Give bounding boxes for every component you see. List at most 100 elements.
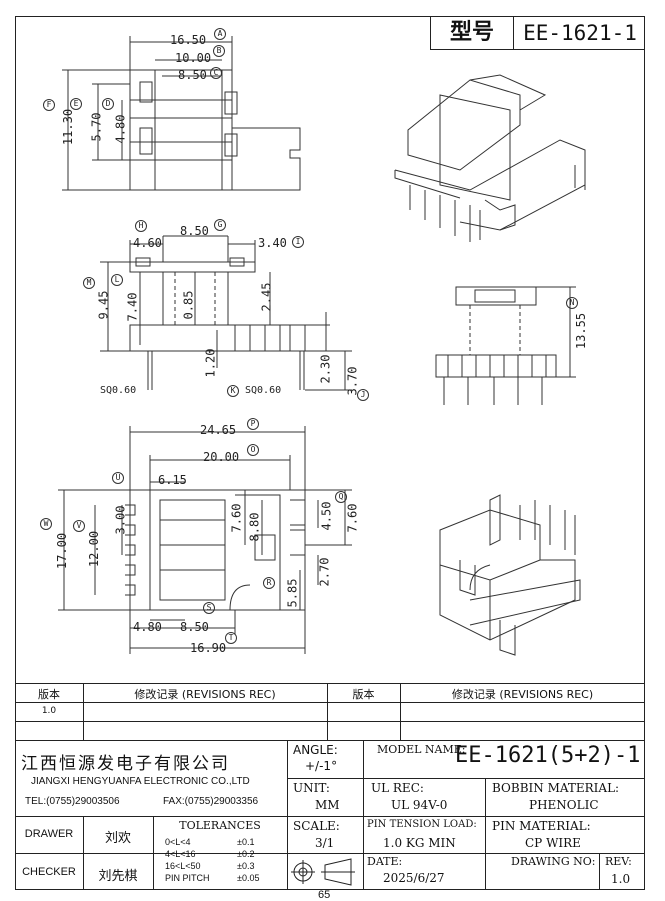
dim-mid-sq1: SQ0.60 (100, 385, 137, 396)
callout-m: M (83, 277, 95, 289)
callout-s: S (203, 602, 215, 614)
tolerances-label: TOLERANCES (179, 819, 261, 832)
company-tel: TEL:(0755)29003506 (25, 796, 120, 807)
dim-bot-12: 5.85 (285, 578, 300, 608)
angle-value: +/-1° (305, 759, 338, 773)
dim-bot-2: 20.00 (203, 450, 240, 464)
projection-symbol-icon (291, 858, 355, 886)
dim-top-6: 4.80 (113, 114, 128, 144)
dim-bot-10: 7.60 (345, 503, 360, 533)
dim-bot-14: 8.50 (180, 620, 209, 634)
callout-l: L (111, 274, 123, 286)
dim-bot-7: 7.60 (229, 503, 244, 533)
angle-label: ANGLE: (293, 743, 338, 757)
isometric-view-bottom (439, 494, 581, 656)
tolerance-row: 4<L<16±0.2 (165, 849, 255, 859)
dim-mid-5: 7.40 (125, 292, 140, 322)
top-view-drawing (62, 36, 301, 191)
rev-col-version-right: 版本 (352, 688, 375, 701)
front-view-drawing (100, 235, 352, 391)
pin-material-label: PIN MATERIAL: (492, 819, 591, 833)
bobbin-material-value: PHENOLIC (529, 798, 599, 812)
callout-d: D (102, 98, 114, 110)
pin-tension-value: 1.0 KG MIN (383, 836, 456, 850)
dim-bot-9: 4.50 (319, 501, 334, 531)
unit-label: UNIT: (293, 781, 330, 795)
dim-top-2: 10.00 (175, 51, 212, 65)
date-label: DATE: (367, 855, 403, 868)
bobbin-material-label: BOBBIN MATERIAL: (492, 781, 620, 795)
callout-e: E (70, 98, 82, 110)
tolerance-row: 16<L<50±0.3 (165, 861, 255, 871)
checker-name: 刘先棋 (98, 869, 138, 884)
dim-mid-11: 13.55 (574, 312, 589, 350)
rev-col-record-right: 修改记录 (REVISIONS REC) (451, 688, 594, 701)
dim-mid-2: 4.60 (133, 236, 162, 250)
company-name-cn: 江西恒源发电子有限公司 (21, 754, 230, 774)
drawer-name: 刘欢 (104, 831, 131, 846)
callout-p: P (247, 418, 259, 430)
callout-h: H (135, 220, 147, 232)
drawing-no-label: DRAWING NO: (511, 855, 596, 868)
model-name-value: EE-1621(5+2)-1 (455, 743, 641, 768)
dim-bot-8: 8.80 (247, 512, 262, 542)
dim-top-1: 16.50 (170, 33, 207, 47)
rev-label: REV: (605, 855, 632, 868)
dim-mid-3: 3.40 (258, 236, 287, 250)
model-name-label: MODEL NAME: (377, 743, 466, 756)
dim-mid-9: 2.30 (318, 354, 333, 384)
dim-mid-7: 2.45 (259, 282, 274, 312)
dim-bot-6: 3.00 (113, 505, 128, 535)
revisions-table: 版本 修改记录 (REVISIONS REC) 版本 修改记录 (REVISIO… (15, 683, 645, 741)
pin-material-value: CP WIRE (525, 836, 581, 850)
dim-mid-sq2: SQ0.60 (245, 385, 282, 396)
callout-n: N (566, 297, 578, 309)
dim-mid-6: 0.85 (181, 290, 196, 320)
dim-mid-1: 8.50 (180, 224, 209, 238)
rev-value: 1.0 (611, 872, 631, 886)
callout-b: B (213, 45, 225, 57)
ul-rec-value: UL 94V-0 (391, 798, 448, 812)
dim-top-3: 8.50 (178, 68, 207, 82)
callout-i: I (292, 236, 304, 248)
callout-u: U (112, 472, 124, 484)
dim-top-5: 5.70 (89, 112, 104, 142)
callout-g: G (214, 219, 226, 231)
model-label: 型号 (431, 17, 514, 49)
rev-col-version-left: 版本 (38, 688, 60, 701)
tolerances-rows: 0<L<4±0.1 4<L<16±0.2 16<L<50±0.3 PIN PIT… (165, 836, 287, 884)
drawer-label: DRAWER (24, 828, 74, 840)
rev-row1-version: 1.0 (41, 706, 57, 716)
dim-bot-4: 17.00 (55, 532, 70, 570)
dim-bot-15: 16.90 (190, 641, 227, 655)
dim-mid-4: 9.45 (96, 290, 111, 320)
callout-k: K (227, 385, 239, 397)
model-value: EE-1621-1 (523, 21, 637, 45)
callout-r: R (263, 577, 275, 589)
callout-w: W (40, 518, 52, 530)
dim-bot-13: 4.80 (133, 620, 162, 634)
company-name-en: JIANGXI HENGYUANFA ELECTRONIC CO.,LTD (31, 776, 250, 787)
dim-bot-1: 24.65 (200, 423, 237, 437)
tolerance-row: PIN PITCH±0.05 (165, 873, 260, 883)
callout-q: Q (335, 491, 347, 503)
callout-a: A (214, 28, 226, 40)
callout-v: V (73, 520, 85, 532)
page-number: 65 (318, 889, 331, 901)
company-fax: FAX:(0755)29003356 (163, 796, 259, 807)
callout-o: O (247, 444, 259, 456)
date-value: 2025/6/27 (383, 871, 445, 885)
callout-f: F (43, 99, 55, 111)
checker-label: CHECKER (22, 866, 76, 878)
side-view-drawing (435, 286, 576, 405)
isometric-view-top (394, 74, 586, 242)
dim-bot-5: 12.00 (87, 530, 102, 568)
pin-tension-label: PIN TENSION LOAD: (367, 819, 477, 830)
callout-t: T (225, 632, 237, 644)
rev-col-record-left: 修改记录 (REVISIONS REC) (134, 688, 276, 701)
title-block: 江西恒源发电子有限公司 JIANGXI HENGYUANFA ELECTRONI… (15, 741, 645, 890)
dim-bot-11: 2.70 (317, 557, 332, 587)
unit-value: MM (315, 798, 340, 812)
bottom-view-drawing (58, 426, 352, 654)
